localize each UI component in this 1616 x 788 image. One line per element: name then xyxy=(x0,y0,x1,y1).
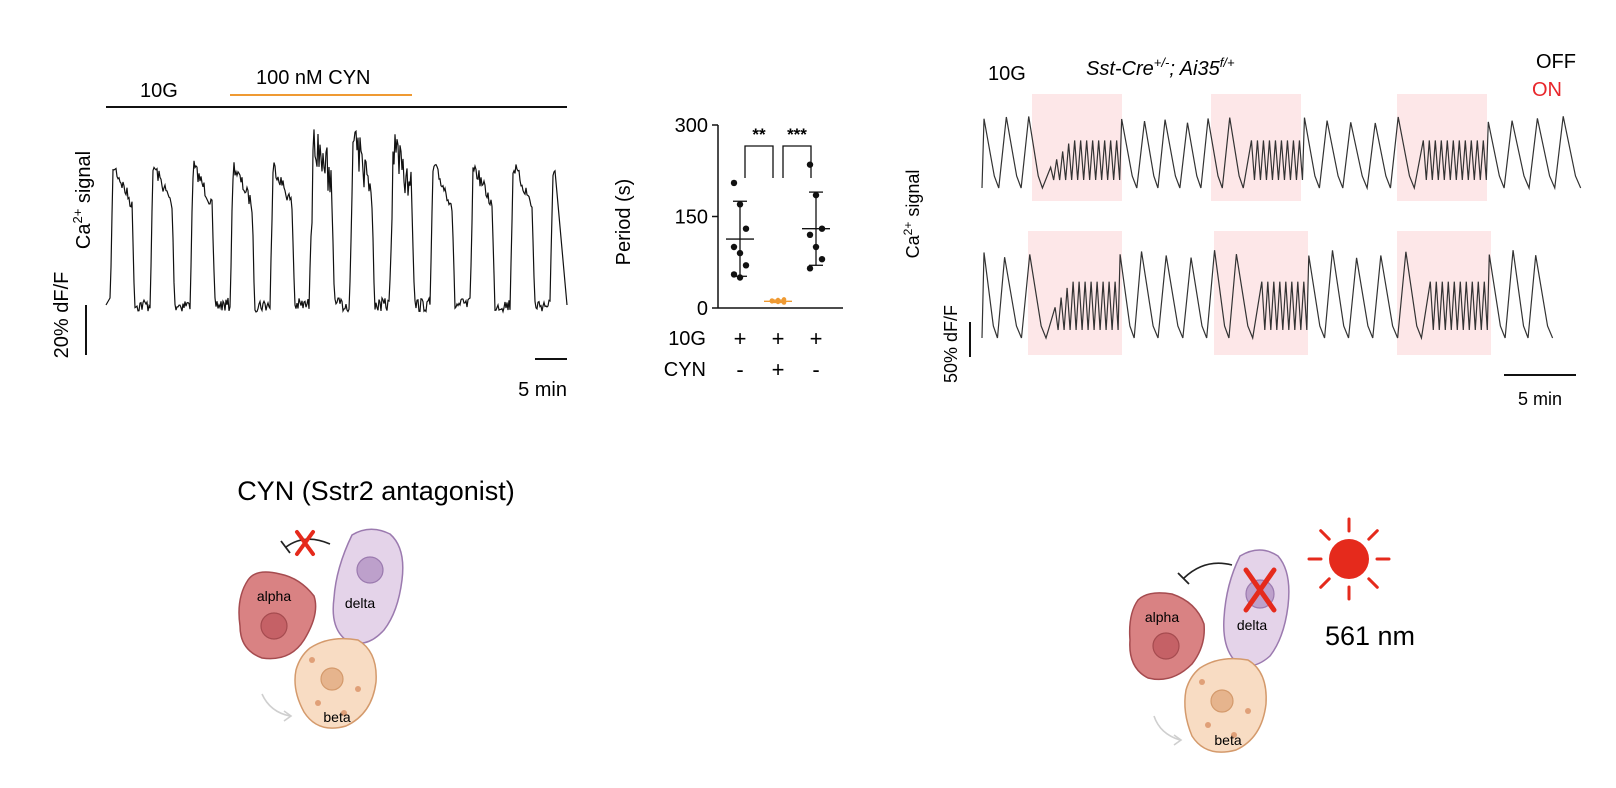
beta-cell-icon: beta xyxy=(1184,657,1267,753)
right-scale-x-label: 5 min xyxy=(1518,389,1562,409)
svg-text:Ca2+ signal: Ca2+ signal xyxy=(901,170,923,259)
condition-10g-label: 10G xyxy=(140,80,178,102)
svg-text:beta: beta xyxy=(1214,732,1241,748)
row-label-cyn: CYN xyxy=(664,359,706,381)
data-point xyxy=(806,265,814,272)
delta-cell-icon: delta xyxy=(332,528,404,645)
calcium-trace-opto-2 xyxy=(981,250,1554,341)
significance-label: ** xyxy=(752,125,766,144)
data-point xyxy=(730,179,738,187)
svg-text:alpha: alpha xyxy=(1145,609,1179,625)
svg-text:50% dF/F: 50% dF/F xyxy=(941,305,961,383)
secretion-arrow-icon xyxy=(1153,715,1181,741)
wavelength-label: 561 nm xyxy=(1325,621,1415,651)
y-tick-label: 300 xyxy=(675,115,708,137)
genotype-label: Sst-Cre+/-; Ai35f/+ xyxy=(1086,55,1235,80)
svg-text:delta: delta xyxy=(345,595,376,611)
data-point xyxy=(818,256,826,263)
significance-bracket xyxy=(744,145,774,178)
inhibition-arrow-icon xyxy=(1183,562,1233,579)
alpha-cell-icon: alpha xyxy=(1128,592,1205,681)
legend-off: OFF xyxy=(1536,51,1576,73)
data-point xyxy=(812,243,820,251)
data-point xyxy=(742,262,750,269)
significance-label: *** xyxy=(787,125,807,144)
data-point xyxy=(730,271,738,278)
data-point xyxy=(806,231,814,238)
svg-text:Ca2+ signal: Ca2+ signal xyxy=(70,151,95,249)
data-point xyxy=(736,249,744,257)
data-point xyxy=(730,243,738,251)
right-scale-y-label: 50% dF/F xyxy=(941,305,961,383)
left-scale-x-label: 5 min xyxy=(518,379,567,401)
condition-cyn-label: 100 nM CYN xyxy=(256,67,371,89)
light-on-shading xyxy=(1028,94,1491,355)
ablated-x-icon xyxy=(1243,567,1277,613)
svg-text:alpha: alpha xyxy=(257,588,291,604)
calcium-trace-opto-1 xyxy=(981,116,1582,191)
svg-text:delta: delta xyxy=(1237,617,1268,633)
alpha-cell-icon: alpha xyxy=(238,571,317,660)
sign-10g: + xyxy=(734,326,747,351)
sign-10g: + xyxy=(810,326,823,351)
schematic-left: CYN (Sstr2 antagonist) alpha delta xyxy=(237,476,515,729)
row-label-10g: 10G xyxy=(668,328,706,350)
panel-right-traces: 10G Sst-Cre+/-; Ai35f/+ OFF ON Ca2+ sign… xyxy=(901,51,1582,409)
legend-on: ON xyxy=(1532,79,1562,101)
condition-10g-label-right: 10G xyxy=(988,63,1026,85)
delta-cell-icon: delta xyxy=(1223,549,1290,667)
sign-cyn: - xyxy=(812,357,819,382)
svg-text:Period (s): Period (s) xyxy=(613,179,635,266)
data-point xyxy=(742,225,750,232)
data-point xyxy=(769,298,775,303)
data-point xyxy=(812,191,820,199)
significance-bracket xyxy=(782,145,812,178)
panel-left-trace: 10G 100 nM CYN Ca2+ signal 20% dF/F 5 mi… xyxy=(51,67,568,401)
svg-text:beta: beta xyxy=(323,709,350,725)
left-ylabel-signal: Ca2+ signal xyxy=(70,151,95,249)
beta-cell-icon: beta xyxy=(294,637,377,729)
left-scale-y-label: 20% dF/F xyxy=(51,272,73,359)
svg-text:20% dF/F: 20% dF/F xyxy=(51,272,73,359)
period-ylabel: Period (s) xyxy=(613,179,635,266)
y-tick-label: 0 xyxy=(697,298,708,320)
calcium-trace-cyn xyxy=(105,129,568,314)
right-ylabel-signal: Ca2+ signal xyxy=(901,170,923,259)
sign-cyn: - xyxy=(736,357,743,382)
sign-cyn: + xyxy=(772,357,785,382)
data-point xyxy=(775,297,781,303)
data-point xyxy=(736,274,744,281)
data-point xyxy=(806,161,814,168)
data-point xyxy=(781,300,787,305)
data-point xyxy=(736,201,744,208)
sign-10g: + xyxy=(772,326,785,351)
light-561nm-icon xyxy=(1307,517,1391,601)
schematic-right: alpha delta beta 561 nm xyxy=(1128,517,1415,753)
schematic-left-title: CYN (Sstr2 antagonist) xyxy=(237,476,515,506)
y-tick-label: 150 xyxy=(675,207,708,229)
secretion-arrow-icon xyxy=(261,693,291,717)
blocked-x-icon xyxy=(295,530,315,556)
data-point xyxy=(818,225,826,232)
